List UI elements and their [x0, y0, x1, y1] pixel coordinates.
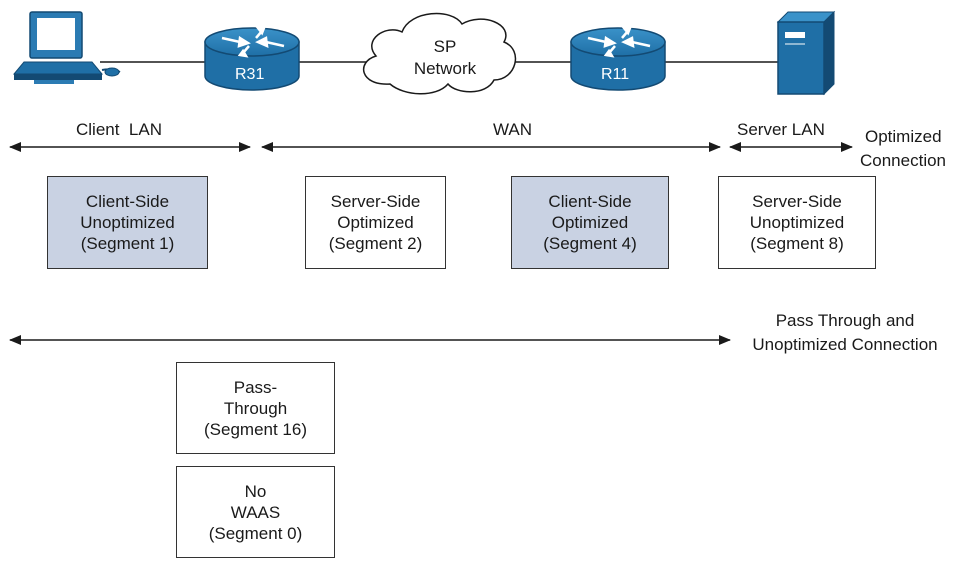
- segment-box-line: (Segment 8): [750, 234, 844, 253]
- segment-box-line: No: [244, 481, 267, 501]
- segment-box-line: Unoptimized: [749, 213, 845, 232]
- segment-box-line: (Segment 4): [543, 234, 637, 253]
- optimized-connection-label-1: Optimized: [865, 127, 942, 146]
- sp-network-cloud-icon: [362, 12, 517, 95]
- segment-box-line: Server-Side: [752, 192, 842, 211]
- segment-box-line: Pass-: [233, 377, 278, 397]
- server-lan-label: Server LAN: [737, 120, 825, 139]
- segment-box-line: Server-Side: [330, 192, 421, 211]
- segment-box-line: Through: [223, 398, 288, 418]
- segment-box-1: Client-Side Unoptimized (Segment 1): [47, 176, 208, 269]
- segment-box-16: Pass- Through (Segment 16): [176, 362, 335, 454]
- router-r11-icon: [570, 26, 666, 91]
- segment-box-line: WAAS: [230, 502, 281, 522]
- segment-box-line: Client-Side: [548, 192, 632, 211]
- router-r31-label: R31: [235, 66, 265, 83]
- router-r11-label: R11: [601, 66, 630, 83]
- server-icon: [776, 10, 836, 96]
- cloud-label-line-1: SP: [433, 37, 457, 56]
- segment-box-line: (Segment 1): [80, 234, 175, 253]
- client-pc-icon: [12, 11, 121, 84]
- router-r31-icon: [204, 26, 300, 91]
- segment-box-line: Optimized: [551, 213, 629, 232]
- passthrough-label-1: Pass Through and: [775, 311, 915, 330]
- segment-box-line: Unoptimized: [80, 213, 175, 232]
- segment-box-0: No WAAS (Segment 0): [176, 466, 335, 558]
- cloud-label-line-2: Network: [413, 59, 477, 78]
- segment-box-line: Optimized: [337, 213, 414, 232]
- segment-box-8: Server-Side Unoptimized (Segment 8): [718, 176, 876, 269]
- segment-box-line: (Segment 0): [208, 523, 303, 543]
- segment-box-line: Client-Side: [85, 192, 170, 211]
- client-lan-label: Client LAN: [76, 120, 162, 139]
- passthrough-label-2: Unoptimized Connection: [752, 335, 938, 354]
- optimized-connection-label-2: Connection: [860, 151, 947, 170]
- segment-box-line: (Segment 2): [328, 234, 423, 253]
- segment-box-2: Server-Side Optimized (Segment 2): [305, 176, 446, 269]
- wan-label: WAN: [493, 120, 533, 139]
- segment-box-line: (Segment 16): [204, 419, 307, 439]
- segment-box-4: Client-Side Optimized (Segment 4): [511, 176, 669, 269]
